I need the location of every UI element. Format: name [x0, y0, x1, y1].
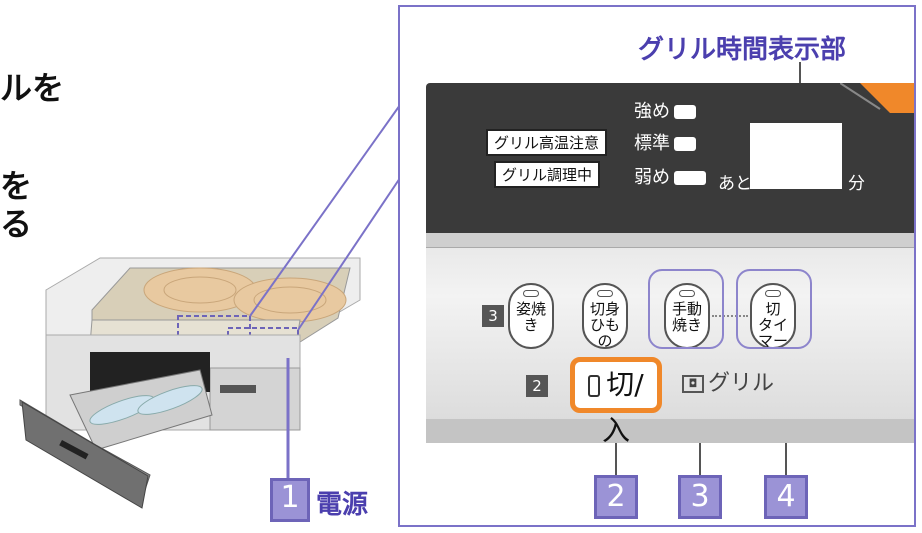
manual-label: 手動: [671, 300, 702, 318]
leader-line-top: [249, 104, 400, 317]
grill-label: ◘グリル: [682, 365, 774, 397]
grill-icon: ◘: [682, 375, 704, 393]
timer-display: [750, 123, 842, 189]
instruction-text-line2: を: [0, 167, 33, 205]
callout-number-3: 3: [678, 475, 722, 519]
grill-hot-warning-label: グリル高温注意: [486, 129, 608, 156]
heat-lamp-normal: [674, 137, 696, 151]
timer-label: タイマー: [757, 316, 788, 350]
callout-number-1: 1: [270, 478, 310, 522]
section-2-badge: 2: [526, 375, 548, 397]
panel-divider: [426, 233, 914, 248]
heat-level-normal: 標準: [634, 129, 696, 155]
manual-grill-button[interactable]: 手動焼き: [664, 283, 710, 349]
button-panel: 3 姿焼き 切身ひもの 手動焼き 切タイマー 2 ◘グリル: [426, 233, 914, 443]
heat-level-strong-text: 強め: [634, 101, 670, 122]
kirimi-label: 切身: [589, 300, 620, 318]
button-connector: [712, 315, 748, 317]
power-indicator-icon: [588, 375, 601, 397]
burner-right-ring: [253, 286, 327, 314]
orange-corner-accent: [840, 83, 914, 113]
leader-line-bottom: [297, 177, 400, 331]
timer-off-button[interactable]: 切タイマー: [750, 283, 796, 349]
callout-power-label: 電源: [316, 490, 369, 520]
control-panel-detail: グリル時間表示部 グリル高温注意 グリル調理中 強め 標準 弱め あと 分 3 …: [398, 5, 916, 527]
power-switch[interactable]: 切/入: [570, 357, 662, 447]
highlight-manual-button: [648, 269, 724, 349]
callout-number-2: 2: [594, 475, 638, 519]
heat-level-strong: 強め: [634, 97, 696, 123]
grill-cooking-label: グリル調理中: [494, 161, 601, 188]
heat-level-weak: 弱め: [634, 163, 706, 189]
burner-left-ring: [163, 276, 237, 304]
panel-bottom-edge: [426, 419, 914, 443]
sugata-yaki-label: 姿焼き: [515, 300, 546, 334]
power-switch-label: 切/入: [601, 368, 644, 447]
grill-side-handle: [220, 385, 256, 393]
grill-label-text: グリル: [708, 371, 775, 396]
timer-off-label: 切: [765, 300, 781, 318]
sugata-yaki-button[interactable]: 姿焼き: [508, 283, 554, 349]
instruction-text-line1: ルを: [0, 69, 65, 107]
himono-label: ひもの: [589, 316, 620, 350]
section-3-badge: 3: [482, 305, 504, 327]
timer-unit: 分: [848, 174, 865, 194]
yaki-label: 焼き: [671, 316, 702, 334]
kirimi-himono-button[interactable]: 切身ひもの: [582, 283, 628, 349]
timer-prefix: あと: [718, 174, 752, 194]
display-panel: グリル高温注意 グリル調理中 強め 標準 弱め あと 分: [426, 83, 914, 233]
grill-side-panel: [209, 367, 301, 431]
grill-time-display-title: グリル時間表示部: [638, 35, 847, 65]
grill-drawer-handle: [59, 440, 89, 460]
cooktop-illustration: [19, 104, 400, 509]
heat-level-weak-text: 弱め: [634, 167, 670, 188]
instruction-text-line3: る: [0, 205, 33, 243]
heat-level-normal-text: 標準: [634, 133, 670, 154]
callout-number-4: 4: [764, 475, 808, 519]
fish-right: [137, 385, 203, 415]
highlight-timer-button: [736, 269, 812, 349]
heat-lamp-weak: [674, 171, 706, 185]
heat-lamp-strong: [674, 105, 696, 119]
